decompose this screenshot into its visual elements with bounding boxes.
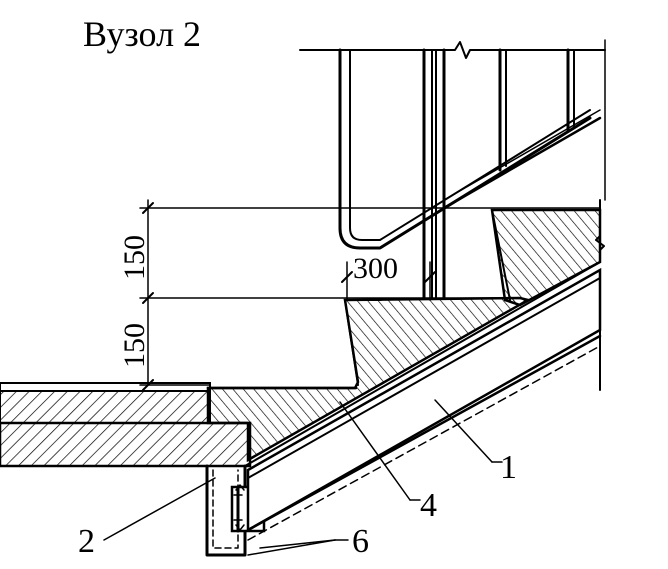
callout-leaders bbox=[103, 399, 503, 556]
tread-dimension: 300 bbox=[353, 252, 398, 285]
callout-6: 6 bbox=[352, 523, 369, 560]
callout-1: 1 bbox=[500, 449, 517, 486]
callout-4: 4 bbox=[420, 487, 437, 524]
riser-dimension-upper: 150 bbox=[118, 235, 151, 280]
upper-step bbox=[490, 208, 602, 307]
break-lines bbox=[299, 39, 606, 391]
railing bbox=[338, 48, 602, 300]
callout-2: 2 bbox=[78, 523, 95, 560]
stair-stringer bbox=[244, 261, 602, 541]
riser-dimension-lower: 150 bbox=[118, 323, 151, 368]
landing-slab bbox=[0, 382, 252, 468]
dimension-lines bbox=[139, 199, 601, 391]
drawing-title: Вузол 2 bbox=[83, 14, 201, 54]
